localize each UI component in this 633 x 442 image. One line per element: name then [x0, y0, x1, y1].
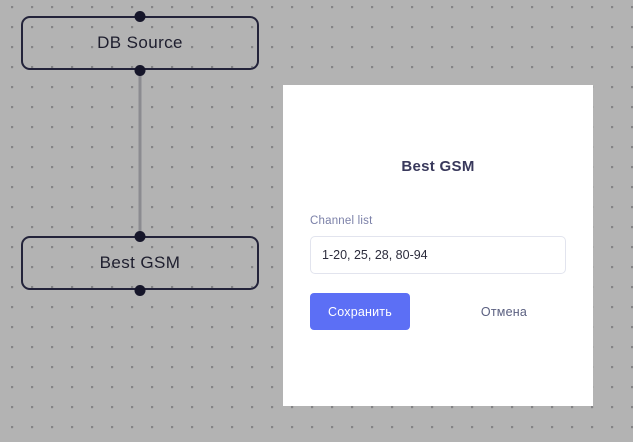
cancel-button[interactable]: Отмена	[475, 304, 533, 320]
node-best-gsm[interactable]: Best GSM	[21, 230, 259, 296]
node-best-gsm-handle-top-icon[interactable]	[134, 230, 146, 242]
save-button[interactable]: Сохранить	[310, 293, 410, 330]
channel-list-input[interactable]	[310, 236, 566, 274]
node-db-source[interactable]: DB Source	[21, 10, 259, 76]
node-db-source-handle-bottom-icon[interactable]	[134, 64, 146, 76]
node-db-source-label: DB Source	[97, 33, 183, 52]
node-settings-dialog: Best GSM Channel list Сохранить Отмена	[283, 85, 593, 406]
channel-list-label: Channel list	[310, 215, 373, 227]
node-db-source-handle-top-icon[interactable]	[134, 10, 146, 22]
dialog-title: Best GSM	[401, 158, 475, 175]
dialog-actions: Сохранить Отмена	[310, 293, 566, 330]
node-best-gsm-handle-bottom-icon[interactable]	[134, 284, 146, 296]
node-best-gsm-label: Best GSM	[99, 253, 181, 272]
channel-list-field-block: Channel list	[310, 215, 566, 274]
